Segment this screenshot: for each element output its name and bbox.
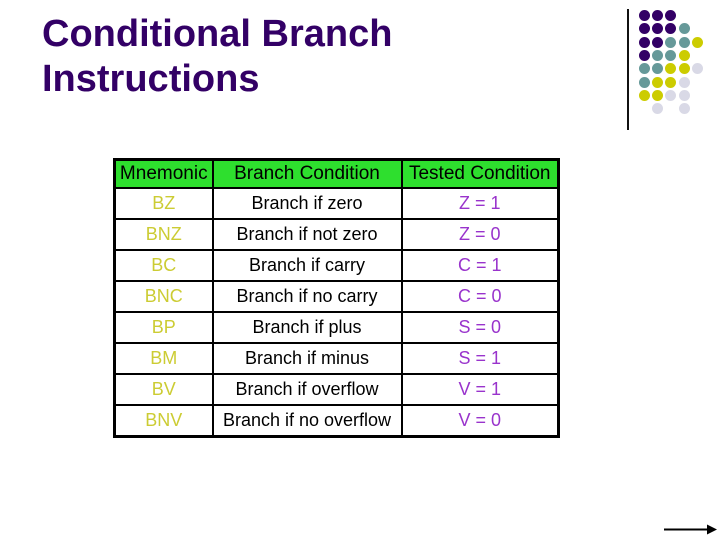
dots-decoration-icon bbox=[639, 10, 714, 122]
dot bbox=[639, 10, 650, 21]
cell-mnemonic: BNV bbox=[113, 404, 214, 438]
cell-mnemonic: BV bbox=[113, 373, 214, 406]
table-row: BM Branch if minus S = 1 bbox=[113, 342, 560, 375]
arrow-right-icon bbox=[664, 524, 717, 535]
cell-branch-condition: Branch if no carry bbox=[211, 280, 403, 313]
dot bbox=[665, 76, 677, 88]
dot bbox=[665, 63, 677, 75]
title-line-2: Instructions bbox=[42, 58, 260, 100]
cell-tested-condition: C = 0 bbox=[400, 280, 560, 313]
dot bbox=[639, 49, 650, 61]
dot bbox=[652, 89, 664, 101]
cell-mnemonic: BM bbox=[113, 342, 214, 375]
dot bbox=[652, 76, 664, 88]
dot bbox=[691, 36, 703, 48]
table-row: BNV Branch if no overflow V = 0 bbox=[113, 404, 560, 438]
dot bbox=[652, 63, 664, 75]
dot bbox=[678, 23, 690, 35]
table-header-row: Mnemonic Branch Condition Tested Conditi… bbox=[113, 158, 560, 189]
table-row: BZ Branch if zero Z = 1 bbox=[113, 187, 560, 220]
dot bbox=[678, 36, 690, 48]
title-line-1: Conditional Branch bbox=[42, 13, 393, 55]
dot bbox=[639, 36, 650, 48]
cell-tested-condition: C = 1 bbox=[400, 249, 560, 282]
dot bbox=[652, 36, 664, 48]
dot bbox=[678, 63, 690, 75]
cell-mnemonic: BNC bbox=[113, 280, 214, 313]
table-row: BC Branch if carry C = 1 bbox=[113, 249, 560, 282]
dot bbox=[639, 89, 650, 101]
table-row: BV Branch if overflow V = 1 bbox=[113, 373, 560, 406]
dot bbox=[691, 63, 703, 75]
dot bbox=[665, 23, 677, 35]
cell-tested-condition: Z = 0 bbox=[400, 218, 560, 251]
dot bbox=[639, 63, 650, 75]
dot bbox=[665, 89, 677, 101]
dot bbox=[652, 103, 664, 115]
cell-mnemonic: BC bbox=[113, 249, 214, 282]
branch-instruction-table: Mnemonic Branch Condition Tested Conditi… bbox=[113, 158, 560, 438]
cell-branch-condition: Branch if overflow bbox=[211, 373, 403, 406]
cell-branch-condition: Branch if zero bbox=[211, 187, 403, 220]
header-tested-condition: Tested Condition bbox=[400, 158, 560, 189]
table-row: BNZ Branch if not zero Z = 0 bbox=[113, 218, 560, 251]
cell-branch-condition: Branch if plus bbox=[211, 311, 403, 344]
dot bbox=[665, 10, 677, 21]
dot bbox=[665, 49, 677, 61]
dot bbox=[652, 10, 664, 21]
dot bbox=[652, 23, 664, 35]
cell-tested-condition: V = 0 bbox=[400, 404, 560, 438]
dot bbox=[678, 49, 690, 61]
dot bbox=[652, 49, 664, 61]
cell-branch-condition: Branch if not zero bbox=[211, 218, 403, 251]
page-title: Conditional Branch Instructions bbox=[42, 12, 602, 102]
dot bbox=[665, 36, 677, 48]
cell-tested-condition: Z = 1 bbox=[400, 187, 560, 220]
dot bbox=[678, 76, 690, 88]
table-row: BP Branch if plus S = 0 bbox=[113, 311, 560, 344]
cell-branch-condition: Branch if minus bbox=[211, 342, 403, 375]
cell-mnemonic: BP bbox=[113, 311, 214, 344]
cell-tested-condition: S = 0 bbox=[400, 311, 560, 344]
dot bbox=[639, 76, 650, 88]
cell-tested-condition: V = 1 bbox=[400, 373, 560, 406]
header-mnemonic: Mnemonic bbox=[113, 158, 214, 189]
dot bbox=[639, 23, 650, 35]
table-row: BNC Branch if no carry C = 0 bbox=[113, 280, 560, 313]
divider-line bbox=[627, 9, 629, 130]
dot bbox=[678, 89, 690, 101]
cell-mnemonic: BNZ bbox=[113, 218, 214, 251]
cell-branch-condition: Branch if no overflow bbox=[211, 404, 403, 438]
cell-tested-condition: S = 1 bbox=[400, 342, 560, 375]
cell-mnemonic: BZ bbox=[113, 187, 214, 220]
dot bbox=[678, 103, 690, 115]
header-branch-condition: Branch Condition bbox=[211, 158, 403, 189]
cell-branch-condition: Branch if carry bbox=[211, 249, 403, 282]
